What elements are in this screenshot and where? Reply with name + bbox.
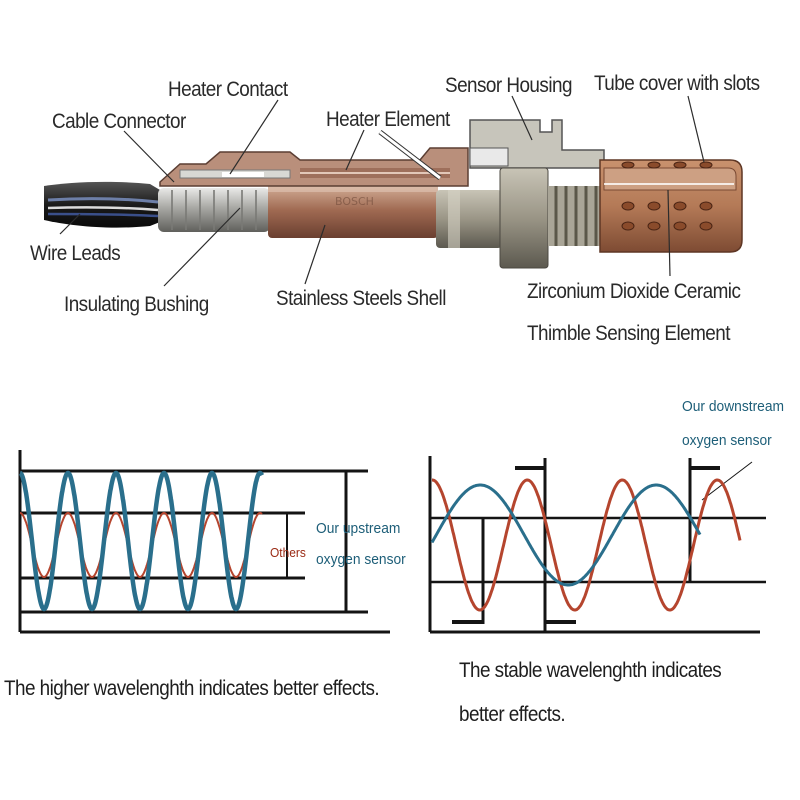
leader-cable-connector [123, 130, 175, 183]
downstream-ours-wave [430, 483, 702, 587]
sensor-housing-shape [469, 119, 605, 269]
wire-leads-shape [44, 181, 160, 228]
label-cable-connector: Cable Connector [52, 110, 186, 133]
label-wire-leads: Wire Leads [30, 242, 121, 265]
svg-text:BOSCH: BOSCH [335, 195, 374, 208]
stainless-shell-shape: BOSCH [268, 182, 438, 238]
leader-wire-leads [59, 213, 81, 235]
leader-zirconium [667, 189, 671, 277]
label-others: Others [270, 545, 306, 560]
label-zirconium-line2: Thimble Sensing Element [527, 322, 730, 345]
cutaway-section-shape [159, 147, 469, 187]
upstream-ours-wave [19, 470, 265, 612]
downstream-others-wave [432, 478, 742, 612]
label-insulating-bushing: Insulating Bushing [64, 293, 209, 316]
caption-downstream-line2: better effects. [459, 703, 566, 726]
label-heater-contact: Heater Contact [168, 78, 288, 101]
leader-stainless-shell [304, 224, 326, 285]
label-tube-cover: Tube cover with slots [594, 72, 760, 95]
label-stainless-shell: Stainless Steels Shell [276, 287, 446, 310]
leader-tube-cover [687, 95, 705, 163]
leader-lines [59, 95, 705, 287]
leader-insulating-bushing [163, 207, 241, 287]
sensor-collar-shape [436, 190, 502, 248]
heater-element-pointer [378, 130, 442, 180]
caption-upstream: The higher wavelenghth indicates better … [4, 677, 380, 700]
label-upstream-line1: Our upstream [316, 520, 401, 537]
insulating-bushing-shape [158, 188, 270, 232]
caption-downstream-line1: The stable wavelenghth indicates [459, 659, 722, 682]
sensor-thread-shape [548, 186, 600, 246]
leader-heater-element [345, 129, 365, 171]
downstream-label-leader [701, 461, 753, 501]
leader-sensor-housing [511, 95, 533, 141]
label-upstream-line2: oxygen sensor [316, 551, 406, 568]
label-zirconium-line1: Zirconium Dioxide Ceramic [527, 280, 741, 303]
label-heater-element: Heater Element [326, 108, 450, 131]
label-downstream-line2: oxygen sensor [682, 432, 772, 449]
leader-heater-contact [229, 99, 279, 175]
label-sensor-housing: Sensor Housing [445, 74, 572, 97]
label-downstream-line1: Our downstream [682, 398, 785, 415]
tube-cover-shape [599, 159, 743, 253]
